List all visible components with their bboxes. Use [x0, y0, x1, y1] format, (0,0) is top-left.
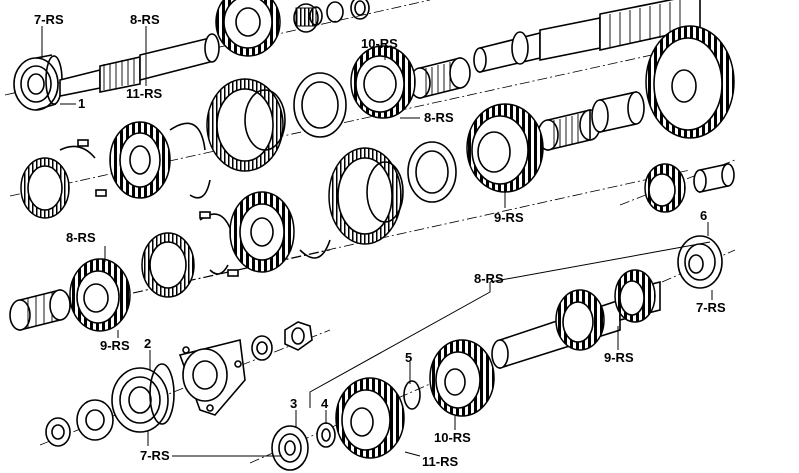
label-4: 4 [321, 396, 329, 411]
flange-icon [178, 339, 246, 416]
nut-icon [76, 399, 114, 441]
spring-key-icon [199, 211, 239, 277]
synchro-ring-icon [407, 141, 457, 203]
label-7-rs-right: 7-RS [696, 300, 726, 315]
synchro-sleeve [328, 147, 404, 245]
label-5: 5 [405, 350, 412, 365]
input-gear [215, 0, 281, 57]
synchro-sleeve [206, 78, 286, 172]
synchro-ring-icon [20, 157, 70, 219]
spring-key-icon [77, 139, 107, 197]
synchro-hub [229, 191, 295, 273]
label-8-rs-left: 8-RS [66, 230, 96, 245]
label-10-rs-bottom: 10-RS [434, 430, 471, 445]
label-2: 2 [144, 336, 151, 351]
leader-lines [41, 26, 713, 457]
label-9-rs-right: 9-RS [604, 350, 634, 365]
needle-bearing-icon [293, 3, 323, 33]
label-9-rs-left: 9-RS [100, 338, 130, 353]
synchro-ring-icon [293, 72, 347, 138]
small-gear [644, 163, 686, 213]
needle-bearing-icon [409, 56, 471, 100]
circlip-icon [326, 0, 370, 23]
washer-icon [251, 335, 273, 361]
synchro-ring-icon [141, 232, 195, 298]
label-9-rs-mid: 9-RS [494, 210, 524, 225]
label-7-rs-bottom: 7-RS [140, 448, 170, 463]
input-shaft-assembly [13, 0, 370, 111]
sleeve-icon [591, 91, 645, 133]
nut-icon [284, 321, 313, 351]
main-shaft [473, 0, 701, 74]
input-shaft [59, 33, 220, 97]
bearing-icon [111, 363, 175, 433]
gear-icon [466, 103, 544, 193]
washer-icon [45, 417, 71, 447]
gear-icon [69, 258, 131, 332]
label-6: 6 [700, 208, 707, 223]
large-gear [645, 25, 735, 139]
label-3: 3 [290, 396, 297, 411]
gear-icon [335, 377, 405, 459]
label-11-rs-top: 11-RS [126, 86, 162, 101]
bearing-icon [13, 54, 63, 111]
bushing-icon [537, 108, 601, 152]
needle-bearing-icon [9, 288, 71, 332]
gear-icon [555, 289, 605, 351]
circlip-icon [403, 380, 421, 410]
label-8-rs-right: 8-RS [474, 271, 504, 286]
circlip-icon [59, 122, 211, 199]
bearing-icon [271, 425, 309, 471]
label-7-rs-top: 7-RS [34, 12, 64, 27]
gear-icon [614, 269, 656, 323]
bushing-icon [693, 163, 735, 193]
part-labels: 7-RS 8-RS 11-RS 1 10-RS 8-RS 9-RS 8-RS 9… [34, 12, 726, 469]
gear-icon [429, 339, 495, 417]
gear-icon [350, 45, 416, 119]
label-1: 1 [78, 96, 85, 111]
label-10-rs-top: 10-RS [361, 36, 398, 51]
label-8-rs-top: 8-RS [130, 12, 160, 27]
label-11-rs-bottom: 11-RS [422, 454, 458, 469]
washer-icon [316, 422, 336, 448]
synchro-hub [109, 121, 171, 199]
label-8-rs-mid: 8-RS [424, 110, 454, 125]
